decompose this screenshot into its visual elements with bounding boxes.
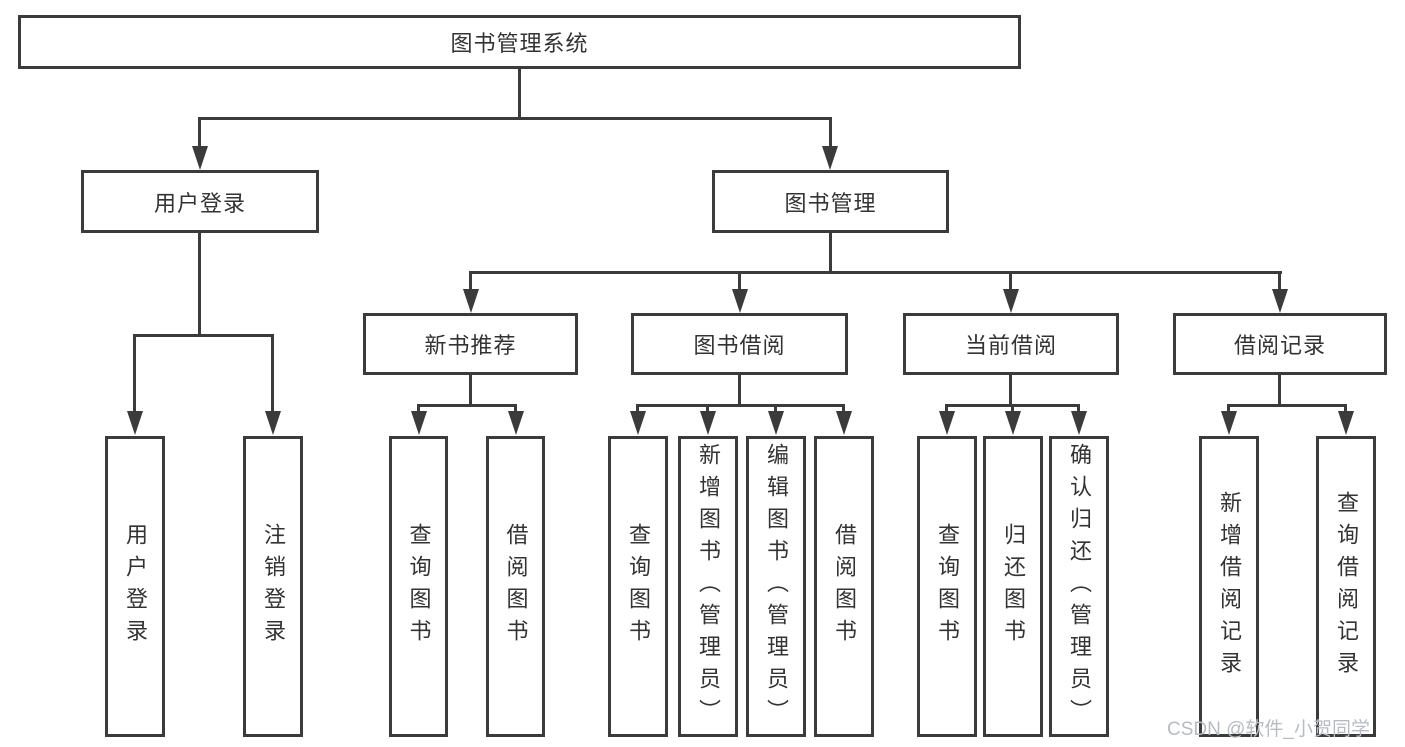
leaf-label: 确认归还（管理员） [1067, 442, 1092, 731]
leaf-current-query-books: 查询图书 [917, 436, 977, 737]
leaf-borrowing-add-books-admin: 新增图书（管理员） [678, 436, 738, 737]
connector-vline [1227, 406, 1230, 413]
connector-vline [469, 375, 472, 406]
leaf-label: 查询图书 [406, 522, 432, 651]
connector-hline [636, 404, 845, 407]
arrow-down-icon [1003, 289, 1019, 313]
arrow-down-icon [265, 411, 281, 435]
connector-hline [945, 404, 1080, 407]
connector-hline [417, 404, 517, 407]
connector-vline [945, 406, 948, 413]
connector-vline [1077, 406, 1080, 413]
connector-vline [738, 273, 741, 290]
connector-hline [1227, 404, 1347, 407]
connector-vline [198, 233, 201, 336]
arrow-down-icon [822, 146, 838, 170]
connector-hline [469, 271, 1282, 274]
node-library-management-system: 图书管理系统 [18, 15, 1021, 69]
arrow-down-icon [192, 146, 208, 170]
node-book-borrowing: 图书借阅 [631, 313, 848, 375]
connector-vline [198, 119, 201, 147]
node-label: 图书管理系统 [450, 31, 589, 56]
connector-vline [1009, 375, 1012, 406]
node-label: 新书推荐 [424, 333, 517, 358]
connector-vline [774, 406, 777, 413]
arrow-down-icon [1221, 411, 1237, 435]
arrow-down-icon [1071, 411, 1087, 435]
arrow-down-icon [768, 411, 784, 435]
connector-vline [706, 406, 709, 413]
connector-vline [1009, 273, 1012, 290]
leaf-user-login: 用户登录 [105, 436, 165, 737]
arrow-down-icon [630, 411, 646, 435]
connector-vline [469, 273, 472, 290]
leaf-records-query-borrow-record: 查询借阅记录 [1316, 436, 1376, 737]
node-borrow-records: 借阅记录 [1173, 313, 1387, 375]
arrow-down-icon [411, 411, 427, 435]
node-book-management: 图书管理 [712, 170, 949, 233]
leaf-label: 新增借阅记录 [1217, 490, 1242, 683]
connector-vline [1278, 273, 1281, 290]
leaf-logout-login: 注销登录 [243, 436, 303, 737]
connector-vline [1344, 406, 1347, 413]
arrow-down-icon [1005, 411, 1021, 435]
leaf-current-return-books: 归还图书 [983, 436, 1043, 737]
leaf-records-add-borrow-record: 新增借阅记录 [1199, 436, 1259, 737]
connector-vline [829, 119, 832, 147]
connector-vline [514, 406, 517, 413]
leaf-label: 用户登录 [123, 522, 148, 651]
connector-vline [738, 375, 741, 406]
arrow-down-icon [732, 289, 748, 313]
connector-vline [417, 406, 420, 413]
connector-vline [271, 336, 274, 411]
connector-hline [198, 117, 832, 120]
node-label: 借阅记录 [1233, 333, 1326, 358]
connector-vline [1011, 406, 1014, 413]
connector-vline [842, 406, 845, 413]
leaf-label: 编辑图书（管理员） [764, 442, 789, 731]
leaf-recommend-query-books: 查询图书 [389, 436, 448, 737]
leaf-label: 归还图书 [1001, 522, 1026, 651]
leaf-label: 查询图书 [626, 522, 651, 651]
leaf-label: 注销登录 [261, 522, 286, 651]
node-new-book-recommend: 新书推荐 [363, 313, 578, 375]
connector-vline [1278, 375, 1281, 406]
arrow-down-icon [1338, 411, 1354, 435]
connector-vline [133, 336, 136, 411]
arrow-down-icon [127, 411, 143, 435]
leaf-label: 借阅图书 [832, 522, 857, 651]
leaf-label: 新增图书（管理员） [696, 442, 721, 731]
arrow-down-icon [700, 411, 716, 435]
node-label: 图书借阅 [693, 333, 786, 358]
leaf-label: 查询借阅记录 [1334, 490, 1359, 683]
leaf-label: 借阅图书 [503, 522, 529, 651]
leaf-current-confirm-return-admin: 确认归还（管理员） [1049, 436, 1109, 737]
connector-vline [636, 406, 639, 413]
leaf-borrowing-edit-books-admin: 编辑图书（管理员） [746, 436, 806, 737]
csdn-watermark: CSDN @软件_小贺同学 [1167, 719, 1370, 740]
node-user-login: 用户登录 [81, 170, 319, 233]
arrow-down-icon [836, 411, 852, 435]
connector-hline [133, 334, 274, 337]
node-label: 图书管理 [784, 190, 877, 216]
leaf-label: 查询图书 [935, 522, 960, 651]
node-current-borrowing: 当前借阅 [903, 313, 1119, 375]
connector-vline [829, 233, 832, 273]
node-label: 用户登录 [153, 190, 246, 216]
node-label: 当前借阅 [964, 333, 1057, 358]
arrow-down-icon [1272, 289, 1288, 313]
arrow-down-icon [463, 289, 479, 313]
arrow-down-icon [508, 411, 524, 435]
arrow-down-icon [939, 411, 955, 435]
leaf-recommend-borrow-books: 借阅图书 [486, 436, 545, 737]
leaf-borrowing-query-books: 查询图书 [608, 436, 668, 737]
leaf-borrowing-borrow-books: 借阅图书 [814, 436, 874, 737]
connector-vline [518, 69, 521, 119]
